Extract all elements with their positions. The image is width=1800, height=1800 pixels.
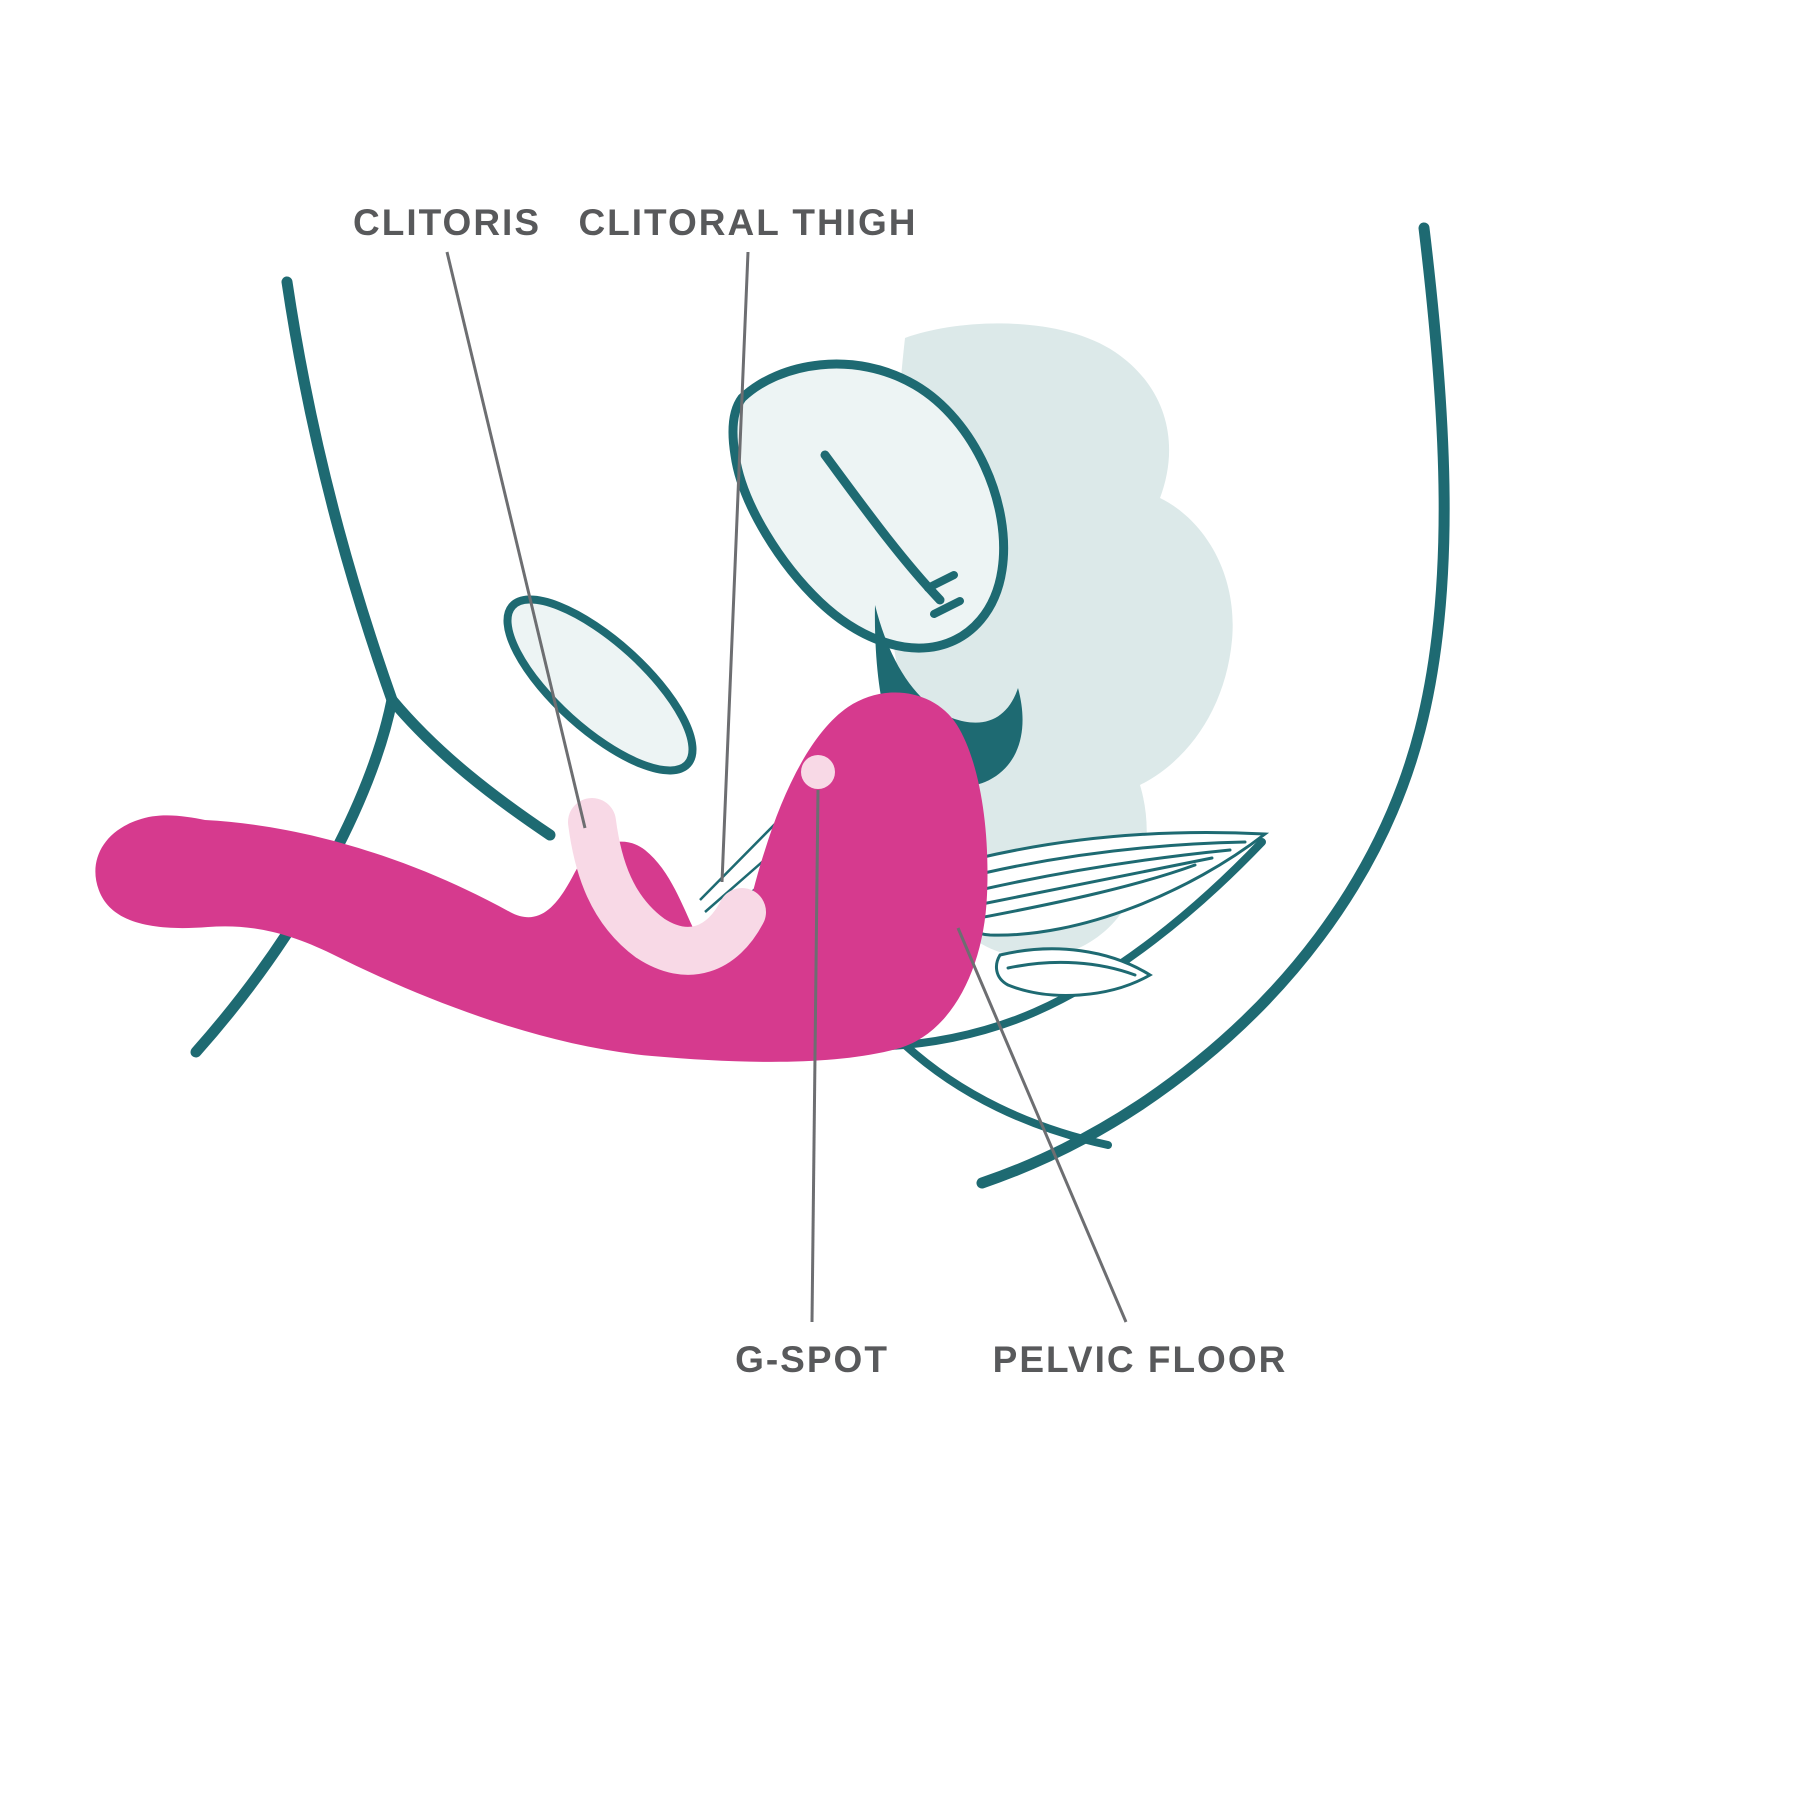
pelvic-floor-leader-line — [956, 927, 1128, 1323]
pelvic-floor-lower-band — [994, 947, 1153, 997]
pelvic-floor-fiber-2 — [956, 848, 1232, 897]
g-spot-leader-line — [810, 789, 820, 1323]
inner-thigh-curve — [901, 1041, 1112, 1149]
mons-line — [386, 694, 556, 841]
left-abdomen-line — [281, 276, 398, 706]
clitoral-thigh-leader-line — [720, 251, 750, 883]
clitoris-leader-line — [445, 251, 587, 829]
pelvic-floor-label: PELVIC FLOOR — [993, 1339, 1288, 1380]
right-back-buttock-line — [976, 222, 1450, 1189]
cervix-tick-1 — [924, 571, 958, 592]
pelvic-floor-fiber-3 — [960, 856, 1214, 910]
g-spot-dot — [801, 755, 835, 789]
g-spot-label: G-SPOT — [735, 1339, 889, 1380]
cervix-tick-2 — [930, 597, 964, 618]
clitoris-shape — [568, 798, 766, 975]
pelvic-floor-fiber-1 — [953, 840, 1247, 882]
clitoral-thigh-label: CLITORAL THIGH — [578, 202, 917, 243]
pelvic-floor-fiber-4 — [966, 863, 1197, 922]
clitoris-label: CLITORIS — [353, 202, 541, 243]
pelvic-floor-lower-fiber — [1006, 960, 1137, 977]
pubic-bone-shape — [503, 595, 697, 775]
uterus-inner-line — [820, 450, 945, 605]
pink-product-shape — [95, 692, 988, 1062]
